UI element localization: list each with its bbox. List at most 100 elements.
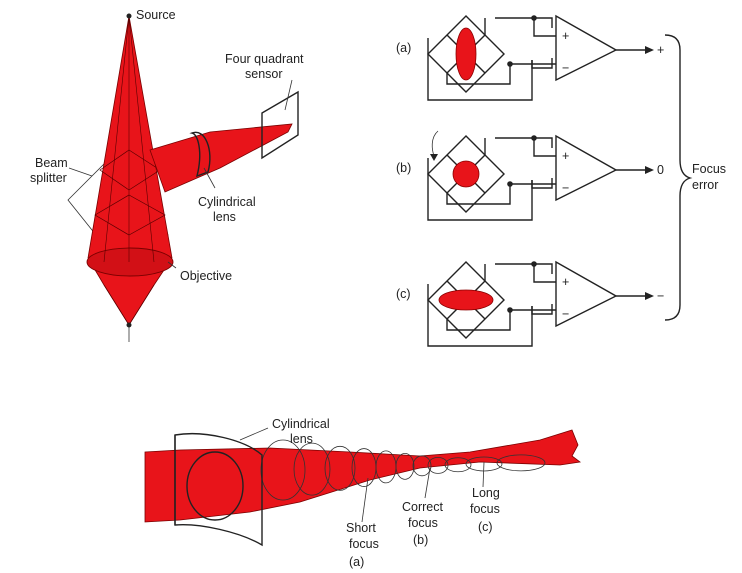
optical-pickup-assembly xyxy=(67,13,299,342)
junction-dot xyxy=(531,15,537,21)
focus-error-label-line2: error xyxy=(692,178,718,192)
long-focus-line2: focus xyxy=(470,502,500,516)
wire-to-amp-plus xyxy=(484,18,556,37)
beam-cross-section xyxy=(496,454,546,472)
beam-cross-section-1 xyxy=(186,451,244,521)
source-point xyxy=(126,13,132,19)
astigmatic-beam xyxy=(144,427,582,547)
beam-body xyxy=(144,429,582,523)
focus-spot xyxy=(452,160,480,188)
cylindrical-lens-element xyxy=(189,131,211,178)
long-focus-line1: Long xyxy=(472,486,500,500)
amp-minus-label: − xyxy=(562,61,569,75)
wire-loop xyxy=(427,38,533,101)
junction-dot xyxy=(507,307,513,313)
sensor-panel-3: + − − (c) xyxy=(396,260,664,347)
cylindrical-lens-label-line1: Cylindrical xyxy=(198,195,256,209)
sensor-label-line1: Four quadrant xyxy=(225,52,304,66)
differential-amplifier xyxy=(555,14,618,82)
source-label: Source xyxy=(136,8,176,22)
objective-label: Objective xyxy=(180,269,232,283)
correct-focus-tag: (b) xyxy=(413,533,428,547)
output-arrow-icon xyxy=(645,46,654,54)
beam-facets xyxy=(94,15,166,326)
junction-dot xyxy=(531,261,537,267)
output-arrow-icon xyxy=(645,166,654,174)
differential-amplifier xyxy=(555,134,618,202)
wire-to-amp-plus xyxy=(484,138,556,157)
bottom-lens-leader xyxy=(239,427,269,441)
long-focus-leader xyxy=(482,461,485,488)
output-arrow-icon xyxy=(645,292,654,300)
output-value: + xyxy=(657,43,664,57)
bottom-cylindrical-lens xyxy=(174,433,263,547)
focus-spot xyxy=(438,289,494,311)
wire-top xyxy=(495,137,553,189)
objective-leader xyxy=(167,261,177,269)
beam-splitter-label-line1: Beam xyxy=(35,156,68,170)
objective-lens xyxy=(86,247,174,277)
focus-spot xyxy=(455,27,477,81)
four-quadrant-sensor-plate xyxy=(261,90,299,160)
quadrant-diamond xyxy=(427,15,505,93)
short-focus-tag: (a) xyxy=(349,555,364,569)
output-value: − xyxy=(657,289,664,303)
rotation-arrow-icon xyxy=(431,130,439,157)
sensor-leader xyxy=(284,79,293,111)
focus-point xyxy=(126,322,132,328)
focus-error-brace xyxy=(664,34,693,321)
correct-focus-line1: Correct xyxy=(402,500,444,514)
beam-cross-section xyxy=(427,456,449,474)
amp-minus-label: − xyxy=(562,181,569,195)
beam-cross-section xyxy=(395,452,415,480)
wire-to-amp-minus xyxy=(446,309,556,331)
focus-error-label-line1: Focus xyxy=(692,162,726,176)
wire-to-amp-minus xyxy=(446,183,556,205)
amp-minus-label: − xyxy=(562,307,569,321)
short-focus-line2: focus xyxy=(349,537,379,551)
beam-sections xyxy=(260,439,546,501)
wire-to-amp-minus xyxy=(446,63,556,85)
cyl-lens-leader xyxy=(203,167,216,189)
wire-loop xyxy=(427,284,533,347)
output-value: 0 xyxy=(657,163,664,177)
amp-plus-label: + xyxy=(562,275,569,289)
sensor-panel-2: + − 0 (b) xyxy=(396,130,664,221)
sensor-panels: + − + (a) + − 0 (b) + − − (c) xyxy=(396,14,664,347)
beam-cross-section xyxy=(412,455,432,477)
cylindrical-lens-label-line2: lens xyxy=(213,210,236,224)
wire-loop xyxy=(427,158,533,221)
deflected-beam xyxy=(149,123,293,193)
short-focus-line1: Short xyxy=(346,521,376,535)
junction-dot xyxy=(507,61,513,67)
correct-focus-line2: focus xyxy=(408,516,438,530)
junction-dot xyxy=(531,135,537,141)
short-focus-leader xyxy=(361,477,369,523)
sensor-label-line2: sensor xyxy=(245,67,283,81)
amp-plus-label: + xyxy=(562,29,569,43)
beam-cross-section xyxy=(444,457,472,473)
quadrant-diamond xyxy=(427,135,505,213)
beam-splitter-label-line2: splitter xyxy=(30,171,67,185)
state-tag: (a) xyxy=(396,41,411,55)
junction-dot xyxy=(507,181,513,187)
quadrant-diamond xyxy=(427,261,505,339)
wire-top xyxy=(495,263,553,315)
correct-focus-leader xyxy=(424,467,431,499)
beam-cross-section xyxy=(260,439,306,501)
bottom-lens-label-line1: Cylindrical xyxy=(272,417,330,431)
beam-cross-section xyxy=(293,442,331,496)
long-focus-tag: (c) xyxy=(478,520,493,534)
wire-top xyxy=(495,17,553,69)
differential-amplifier xyxy=(555,260,618,328)
sensor-panel-1: + − + (a) xyxy=(396,14,664,101)
state-tag: (b) xyxy=(396,161,411,175)
beam-splitter-leader xyxy=(68,167,93,177)
beam-cross-section xyxy=(324,445,356,491)
bottom-lens-label-line2: lens xyxy=(290,432,313,446)
arrowhead-icon xyxy=(430,154,438,161)
wire-to-amp-plus xyxy=(484,264,556,283)
amp-plus-label: + xyxy=(562,149,569,163)
state-tag: (c) xyxy=(396,287,411,301)
